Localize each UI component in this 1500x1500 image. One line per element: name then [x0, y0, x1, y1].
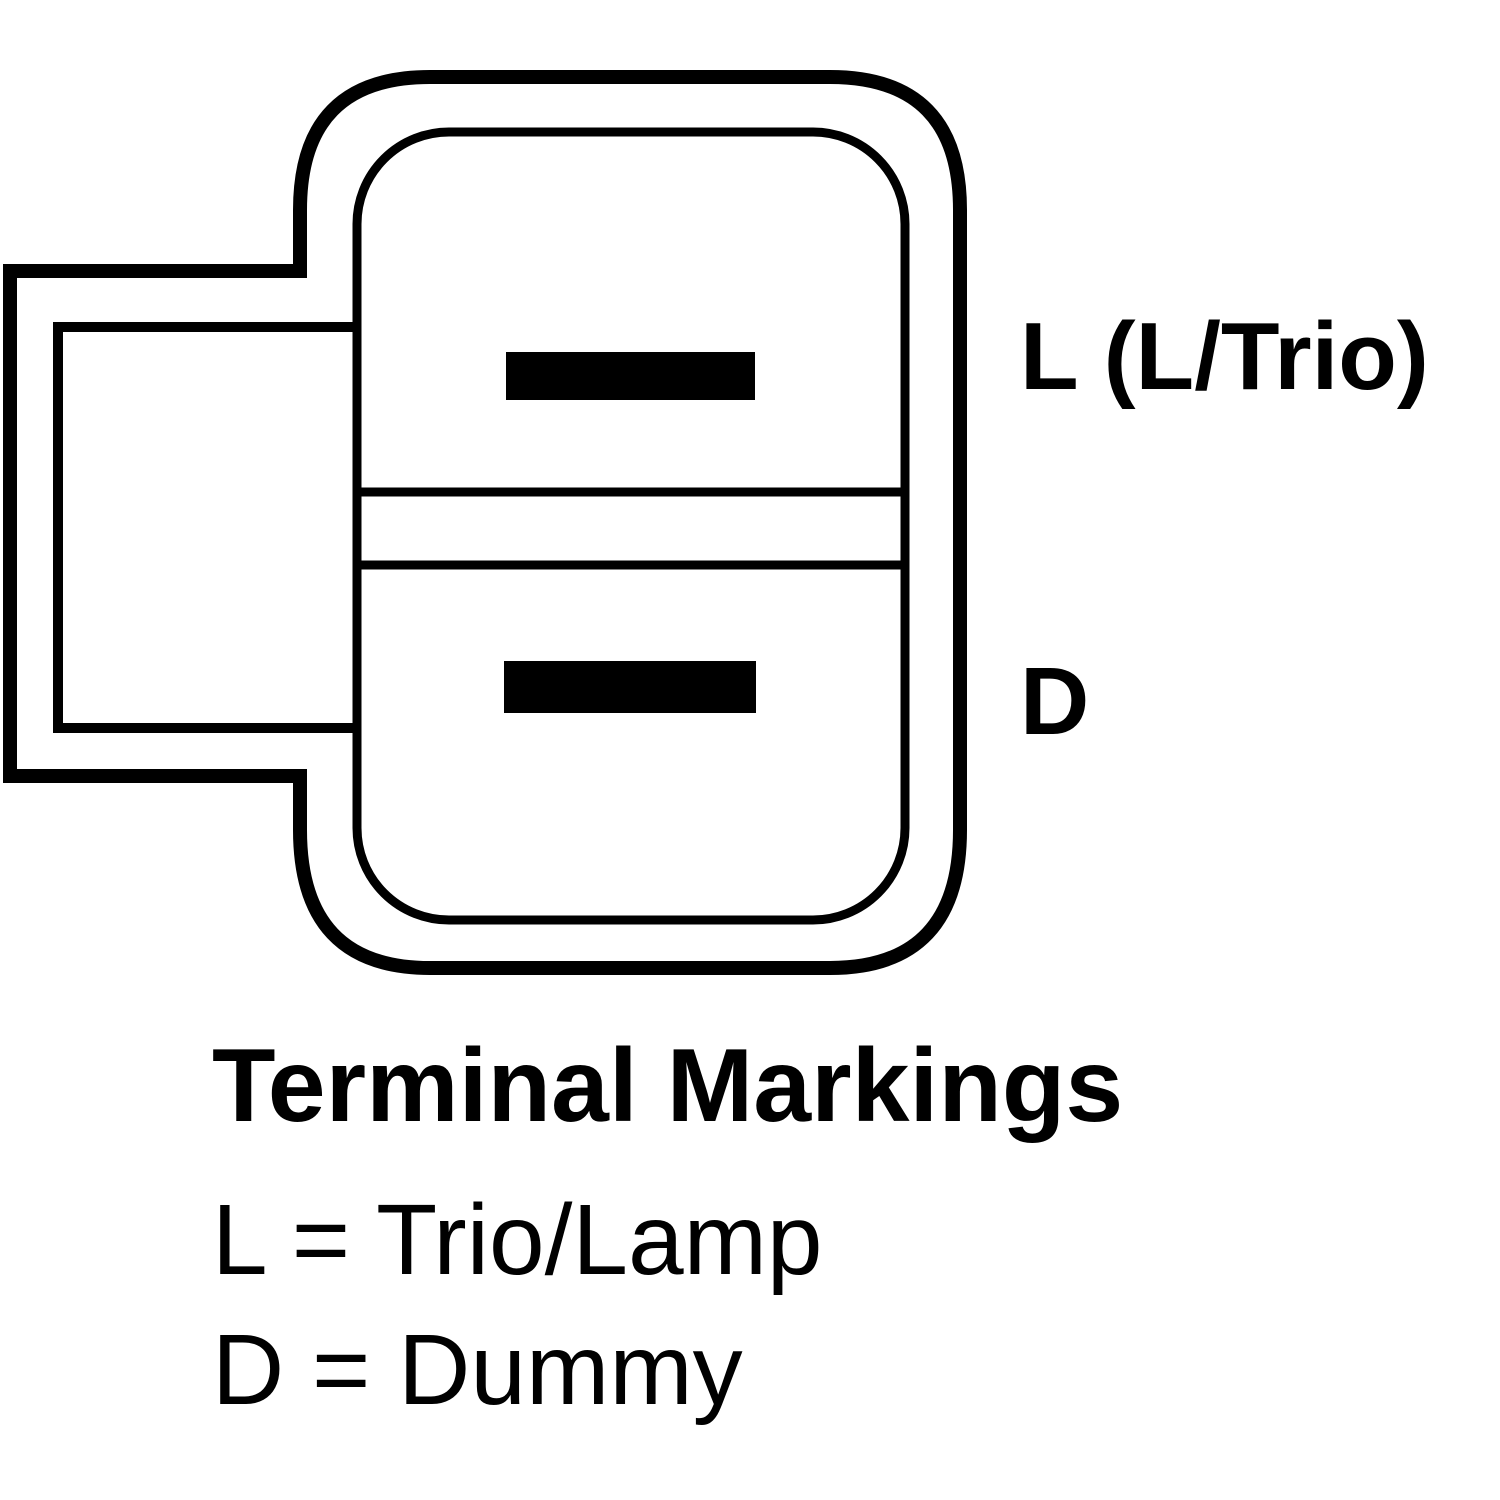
legend-item-d: D = Dummy: [212, 1314, 743, 1426]
terminal-l-blade: [506, 352, 755, 400]
terminal-l-label: L (L/Trio): [1020, 303, 1429, 410]
legend-title: Terminal Markings: [212, 1028, 1124, 1144]
connector-face: [352, 127, 910, 925]
legend-item-l: L = Trio/Lamp: [212, 1184, 823, 1296]
terminal-d-blade: [504, 661, 756, 713]
connector-housing-outline: [3, 70, 967, 975]
connector-latch-tab: [53, 322, 356, 733]
terminal-d-label: D: [1020, 648, 1090, 755]
